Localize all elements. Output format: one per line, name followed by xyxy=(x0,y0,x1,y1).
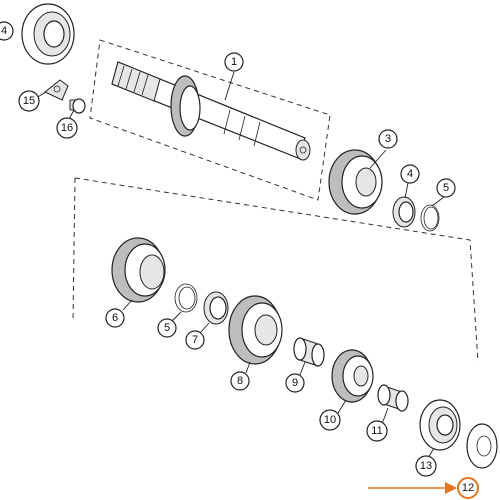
callout-3: 3 xyxy=(378,129,398,149)
needle-bearing-9 xyxy=(293,337,325,367)
callout-10: 10 xyxy=(319,409,341,431)
callout-7: 7 xyxy=(185,330,205,350)
callout-9: 9 xyxy=(285,373,305,393)
ring-4 xyxy=(392,196,416,228)
bearing-top-left xyxy=(21,3,75,65)
callout-1: 1 xyxy=(224,52,244,72)
svg-text:4: 4 xyxy=(1,25,7,37)
svg-text:7: 7 xyxy=(192,334,198,346)
svg-text:1: 1 xyxy=(231,56,237,68)
svg-text:10: 10 xyxy=(324,414,336,426)
svg-text:6: 6 xyxy=(112,312,118,324)
svg-text:16: 16 xyxy=(61,122,73,134)
ring-7 xyxy=(203,291,229,325)
svg-text:15: 15 xyxy=(23,95,35,107)
callout-4-top-left: 4 xyxy=(0,21,14,41)
svg-text:13: 13 xyxy=(420,460,432,472)
callout-5-lower: 5 xyxy=(157,318,177,338)
svg-text:9: 9 xyxy=(292,377,298,389)
callout-11: 11 xyxy=(366,420,388,442)
svg-text:8: 8 xyxy=(237,375,243,387)
gear-8 xyxy=(228,295,283,365)
bearing-13 xyxy=(419,399,461,451)
washer-12 xyxy=(466,423,498,469)
circlip-5-lower xyxy=(174,283,198,313)
callout-5: 5 xyxy=(436,178,456,198)
svg-text:5: 5 xyxy=(443,182,449,194)
callout-4: 4 xyxy=(400,164,420,184)
circlip-5 xyxy=(420,204,440,232)
main-shaft-assembly xyxy=(89,39,331,201)
callout-13: 13 xyxy=(415,455,437,477)
part-15-wedge xyxy=(44,79,69,101)
svg-text:3: 3 xyxy=(385,133,391,145)
callout-8: 8 xyxy=(230,371,250,391)
callout-16: 16 xyxy=(56,117,78,139)
gear-6 xyxy=(111,237,166,303)
svg-text:5: 5 xyxy=(164,322,170,334)
callout-12-highlighted: 12 xyxy=(457,477,479,499)
svg-text:11: 11 xyxy=(371,425,382,437)
part-16-screw xyxy=(69,98,86,114)
leader-lines xyxy=(35,71,445,459)
callout-15: 15 xyxy=(18,90,40,112)
assembly-dashed-outline xyxy=(72,177,479,363)
sleeve-11 xyxy=(377,384,409,412)
gear-10 xyxy=(331,349,374,403)
svg-text:4: 4 xyxy=(407,168,413,180)
gear-3 xyxy=(328,149,383,215)
callout-6: 6 xyxy=(105,308,125,328)
svg-text:12: 12 xyxy=(462,482,474,494)
